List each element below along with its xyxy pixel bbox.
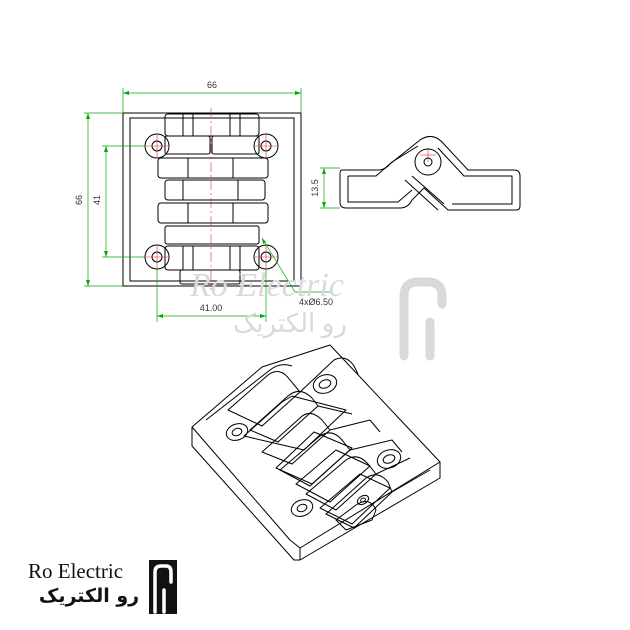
watermark-latin: Ro Electric (189, 267, 344, 304)
brand-persian: رو الکتریک (39, 585, 139, 607)
brand-mark-icon (149, 560, 177, 614)
brand-logo: Ro Electric رو الکتریک (28, 559, 177, 614)
dim-side-height: 13.5 (310, 179, 320, 197)
center-lines (145, 108, 436, 290)
dim-hole-callout: 4xØ6.50 (299, 297, 333, 307)
dim-hole-horizontal: 41.00 (200, 303, 223, 313)
dimension-lines (84, 88, 340, 322)
watermark: Ro Electric رو الکتریک (189, 267, 447, 361)
brand-latin: Ro Electric (28, 559, 123, 583)
top-view (122, 112, 302, 287)
dimension-arrows (86, 91, 326, 318)
isometric-view (191, 344, 441, 561)
dim-overall-height: 66 (74, 195, 84, 205)
watermark-logo-icon (399, 277, 447, 361)
side-view (339, 136, 521, 211)
dim-hole-vertical: 41 (92, 195, 102, 205)
dim-overall-width: 66 (207, 80, 217, 90)
watermark-persian: رو الکتریک (233, 309, 347, 339)
